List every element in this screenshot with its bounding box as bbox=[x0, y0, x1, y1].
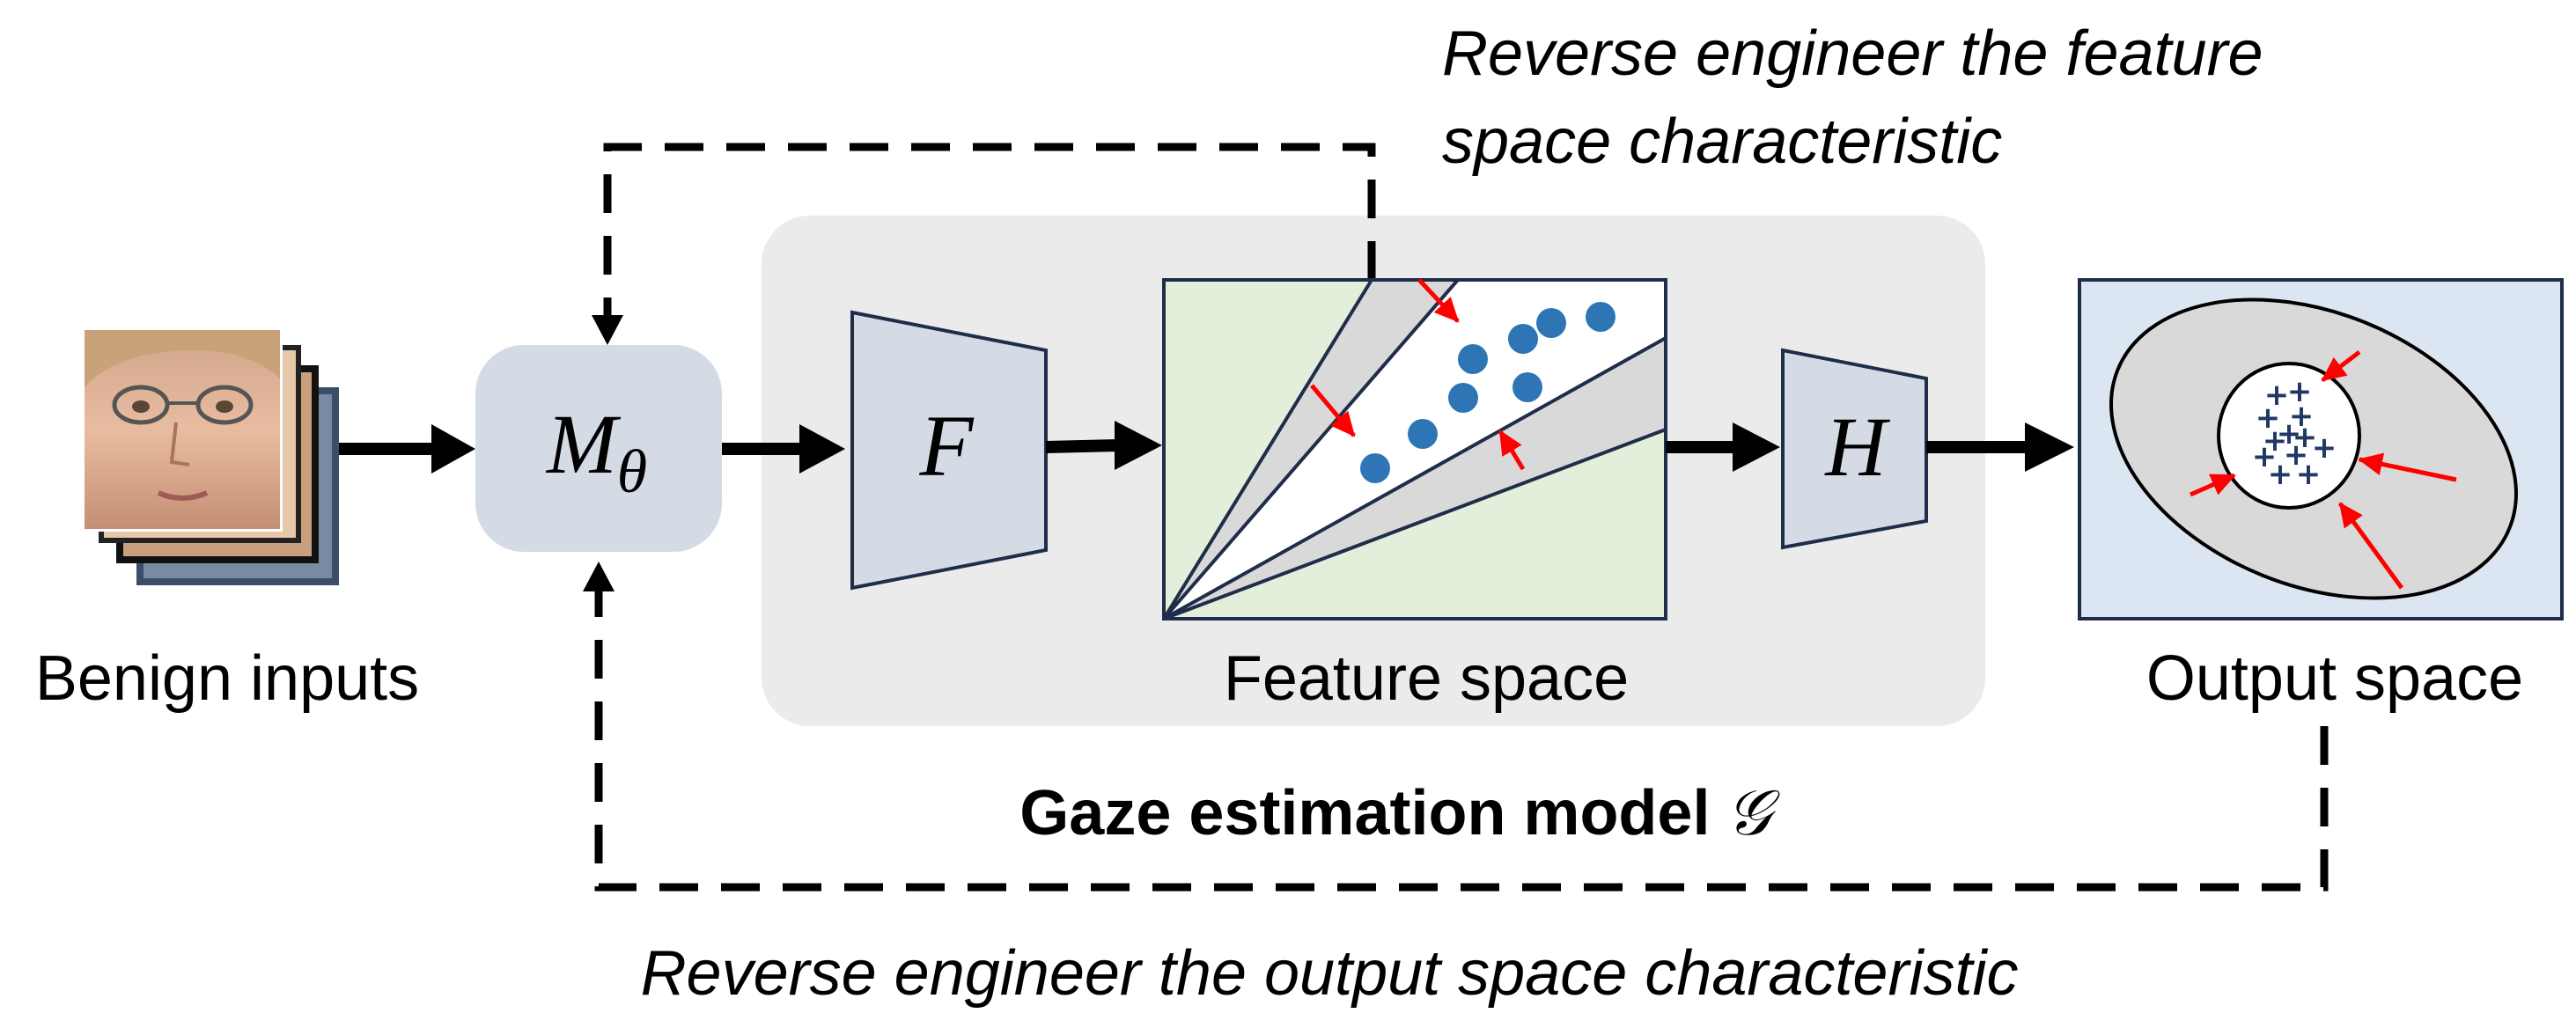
m-subscript-symbol: θ bbox=[617, 438, 647, 506]
arrow-m-to-f-head bbox=[799, 424, 845, 474]
output-red-arrows bbox=[2189, 350, 2457, 590]
plus-icon: + bbox=[2268, 457, 2293, 492]
plus-icon: + bbox=[2256, 400, 2281, 436]
face-image-stack-icon bbox=[82, 327, 339, 585]
feature-dots bbox=[1360, 302, 1616, 483]
feature-dot bbox=[1508, 324, 1538, 354]
plus-icon: + bbox=[2293, 420, 2318, 455]
top-annotation-line2: space characteristic bbox=[1442, 106, 2002, 177]
h-label: H bbox=[1823, 400, 1890, 494]
plus-icon: + bbox=[2277, 416, 2302, 452]
h-block bbox=[1781, 348, 1928, 550]
feature-space-panel bbox=[1162, 278, 1667, 620]
model-symbol: 𝒢 bbox=[1726, 775, 1780, 849]
feature-red-arrows bbox=[1310, 278, 1526, 471]
feature-dot bbox=[1536, 308, 1566, 338]
arrow-f-to-feature bbox=[1045, 439, 1119, 453]
m-base-symbol: M bbox=[545, 397, 622, 491]
top-annotation-line1: Reverse engineer the feature bbox=[1442, 18, 2263, 89]
output-plus-markers: + + + + + + + + + + + + bbox=[2252, 374, 2337, 492]
feature-dot bbox=[1408, 419, 1438, 449]
dashed-loop-bottom-arrowhead bbox=[583, 562, 615, 591]
dashed-loop-bottom bbox=[594, 588, 2329, 892]
plus-icon: + bbox=[2263, 423, 2288, 459]
red-arrow bbox=[2337, 502, 2404, 590]
m-theta-block bbox=[475, 345, 722, 552]
arrow-inputs-to-m-head bbox=[431, 424, 475, 474]
f-block bbox=[850, 310, 1048, 591]
plus-icon: + bbox=[2296, 457, 2322, 492]
feature-dot bbox=[1586, 302, 1616, 332]
red-arrow bbox=[2189, 473, 2236, 497]
model-title-text: Gaze estimation model bbox=[1019, 778, 1710, 848]
plus-icon: + bbox=[2252, 439, 2278, 474]
m-theta-label: Mθ bbox=[545, 397, 647, 506]
plus-icon: + bbox=[2312, 430, 2337, 466]
red-arrow bbox=[1310, 384, 1356, 437]
plus-icon: + bbox=[2289, 399, 2315, 434]
output-space-label: Output space bbox=[2146, 643, 2523, 714]
f-label: F bbox=[918, 397, 974, 495]
plus-icon: + bbox=[2284, 437, 2309, 473]
red-arrow bbox=[1417, 278, 1460, 323]
feature-dot bbox=[1458, 344, 1488, 374]
feature-dot bbox=[1512, 372, 1542, 402]
arrow-h-to-output-head bbox=[2025, 422, 2074, 472]
feature-dot bbox=[1360, 453, 1390, 483]
dashed-loop-top bbox=[603, 143, 1376, 317]
red-arrow bbox=[2321, 350, 2361, 382]
plus-icon: + bbox=[2264, 378, 2290, 413]
benign-inputs-label: Benign inputs bbox=[35, 643, 419, 714]
output-space-panel bbox=[2078, 278, 2564, 620]
red-arrow bbox=[2358, 452, 2457, 482]
dashed-loop-top-arrowhead bbox=[592, 315, 623, 345]
arrow-feature-to-h-head bbox=[1733, 422, 1780, 472]
bottom-annotation: Reverse engineer the output space charac… bbox=[641, 938, 2019, 1009]
feature-space-label: Feature space bbox=[1224, 643, 1629, 714]
red-arrow bbox=[1498, 430, 1526, 471]
feature-dot bbox=[1448, 383, 1478, 413]
plus-icon: + bbox=[2287, 374, 2313, 409]
arrow-f-to-feature-head bbox=[1115, 421, 1162, 470]
